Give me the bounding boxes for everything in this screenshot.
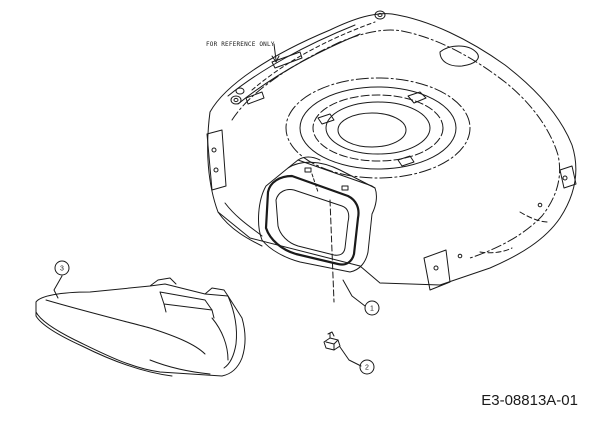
callout-number-2: 2: [365, 365, 369, 372]
callout-number-3: 3: [60, 266, 64, 273]
callout-circle-2: [359, 359, 375, 375]
callout-circle-3: [54, 260, 70, 276]
callout-circles: [54, 260, 380, 375]
part-1-deflector-frame: [258, 156, 377, 303]
part-3-discharge-chute: [35, 277, 246, 377]
part-2-fastener: [323, 331, 341, 351]
reference-note: FOR REFERENCE ONLY: [206, 41, 275, 48]
callout-number-1: 1: [370, 306, 374, 313]
leader-lines: [53, 43, 366, 367]
callout-circle-1: [364, 300, 380, 316]
mower-deck: [206, 10, 577, 291]
figure-code: E3-08813A-01: [481, 392, 578, 409]
